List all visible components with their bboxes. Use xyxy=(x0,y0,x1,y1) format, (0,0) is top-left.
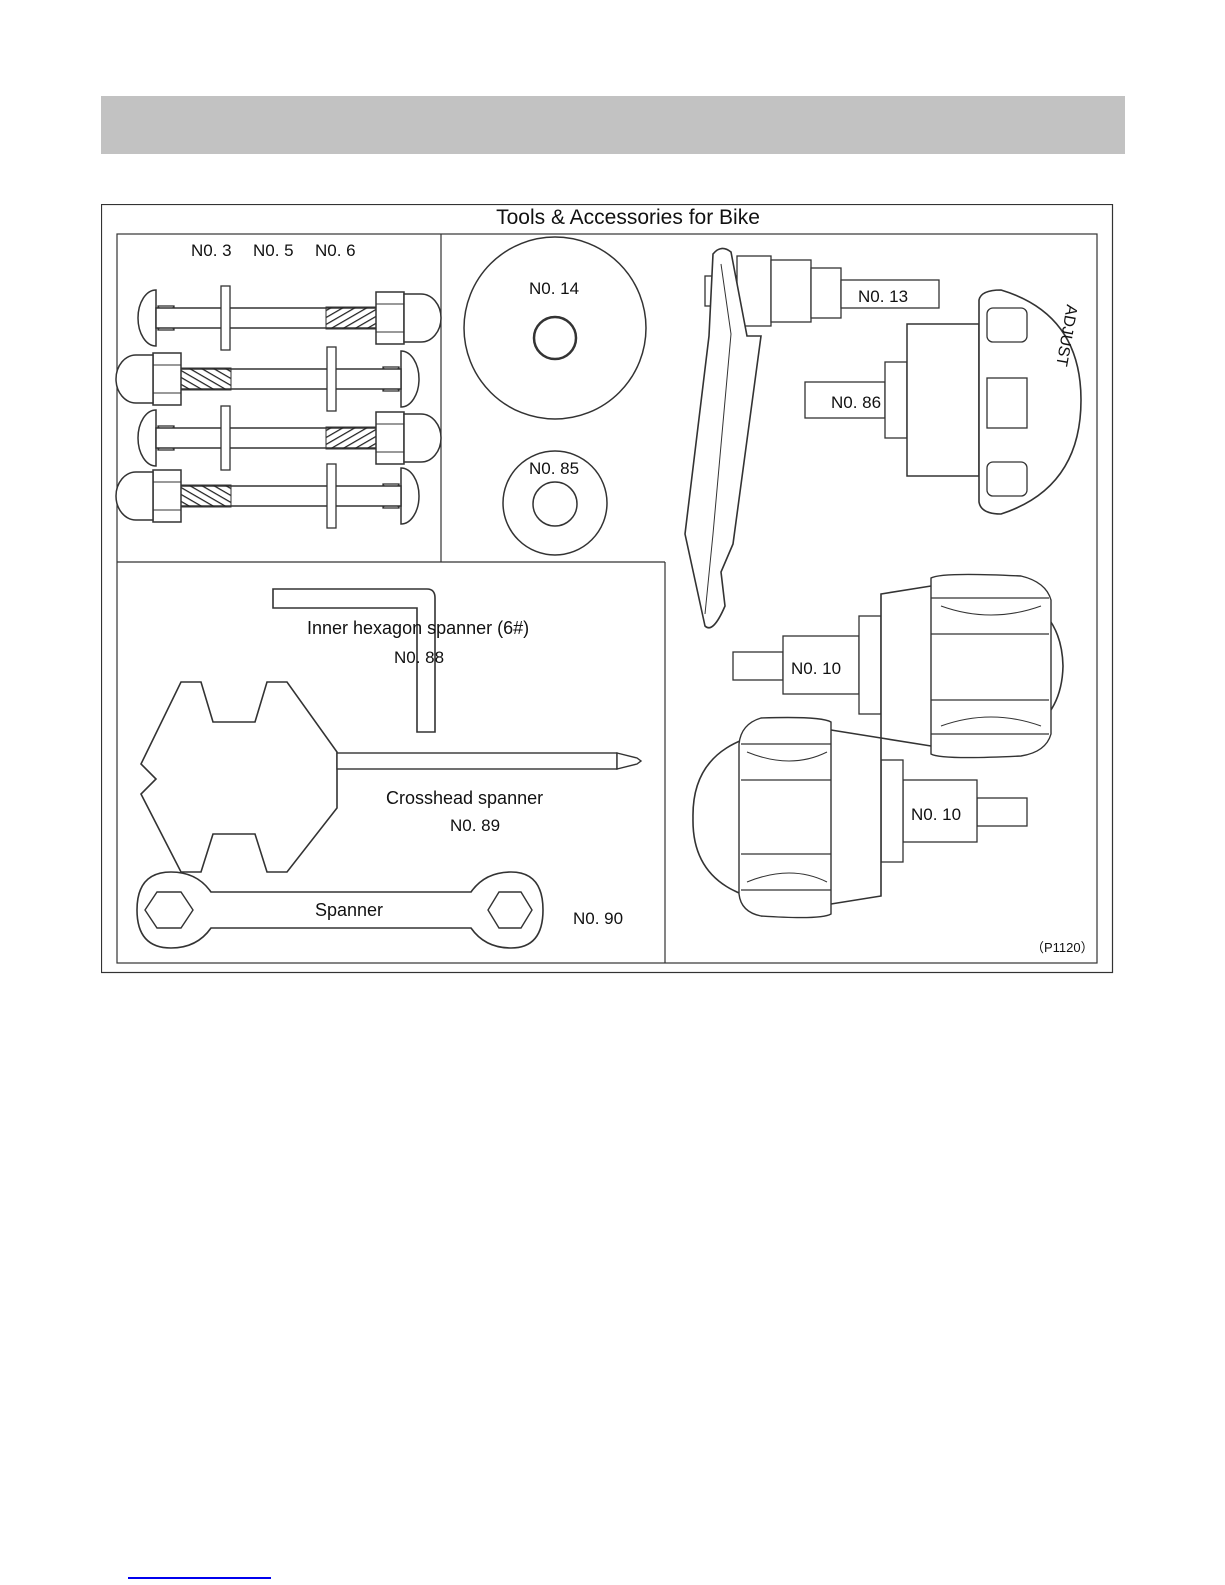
diagram-title: Tools & Accessories for Bike xyxy=(496,206,760,229)
tools-diagram: Tools & Accessories for Bike N0. 3 N0. 5… xyxy=(101,204,1127,986)
label-no85: N0. 85 xyxy=(529,459,579,478)
label-no13: N0. 13 xyxy=(858,287,908,306)
washer-small: N0. 85 xyxy=(503,451,607,555)
label-hex-spanner: Inner hexagon spanner (6#) xyxy=(307,618,529,638)
page-code: （P1120） xyxy=(1031,940,1094,955)
label-no3: N0. 3 xyxy=(191,241,232,260)
label-no6: N0. 6 xyxy=(315,241,356,260)
label-no88: N0. 88 xyxy=(394,648,444,667)
label-no10-a: N0. 10 xyxy=(791,659,841,678)
washer-large: N0. 14 xyxy=(464,237,646,419)
label-no10-b: N0. 10 xyxy=(911,805,961,824)
label-no86: N0. 86 xyxy=(831,393,881,412)
label-no89: N0. 89 xyxy=(450,816,500,835)
label-crosshead: Crosshead spanner xyxy=(386,788,543,808)
label-no5: N0. 5 xyxy=(253,241,294,260)
label-no90: N0. 90 xyxy=(573,909,623,928)
header-bar xyxy=(101,96,1125,154)
label-no14: N0. 14 xyxy=(529,279,579,298)
label-spanner: Spanner xyxy=(315,900,383,920)
footer-link-underline[interactable] xyxy=(128,1577,271,1579)
bolt-labels: N0. 3 N0. 5 N0. 6 xyxy=(191,241,356,260)
